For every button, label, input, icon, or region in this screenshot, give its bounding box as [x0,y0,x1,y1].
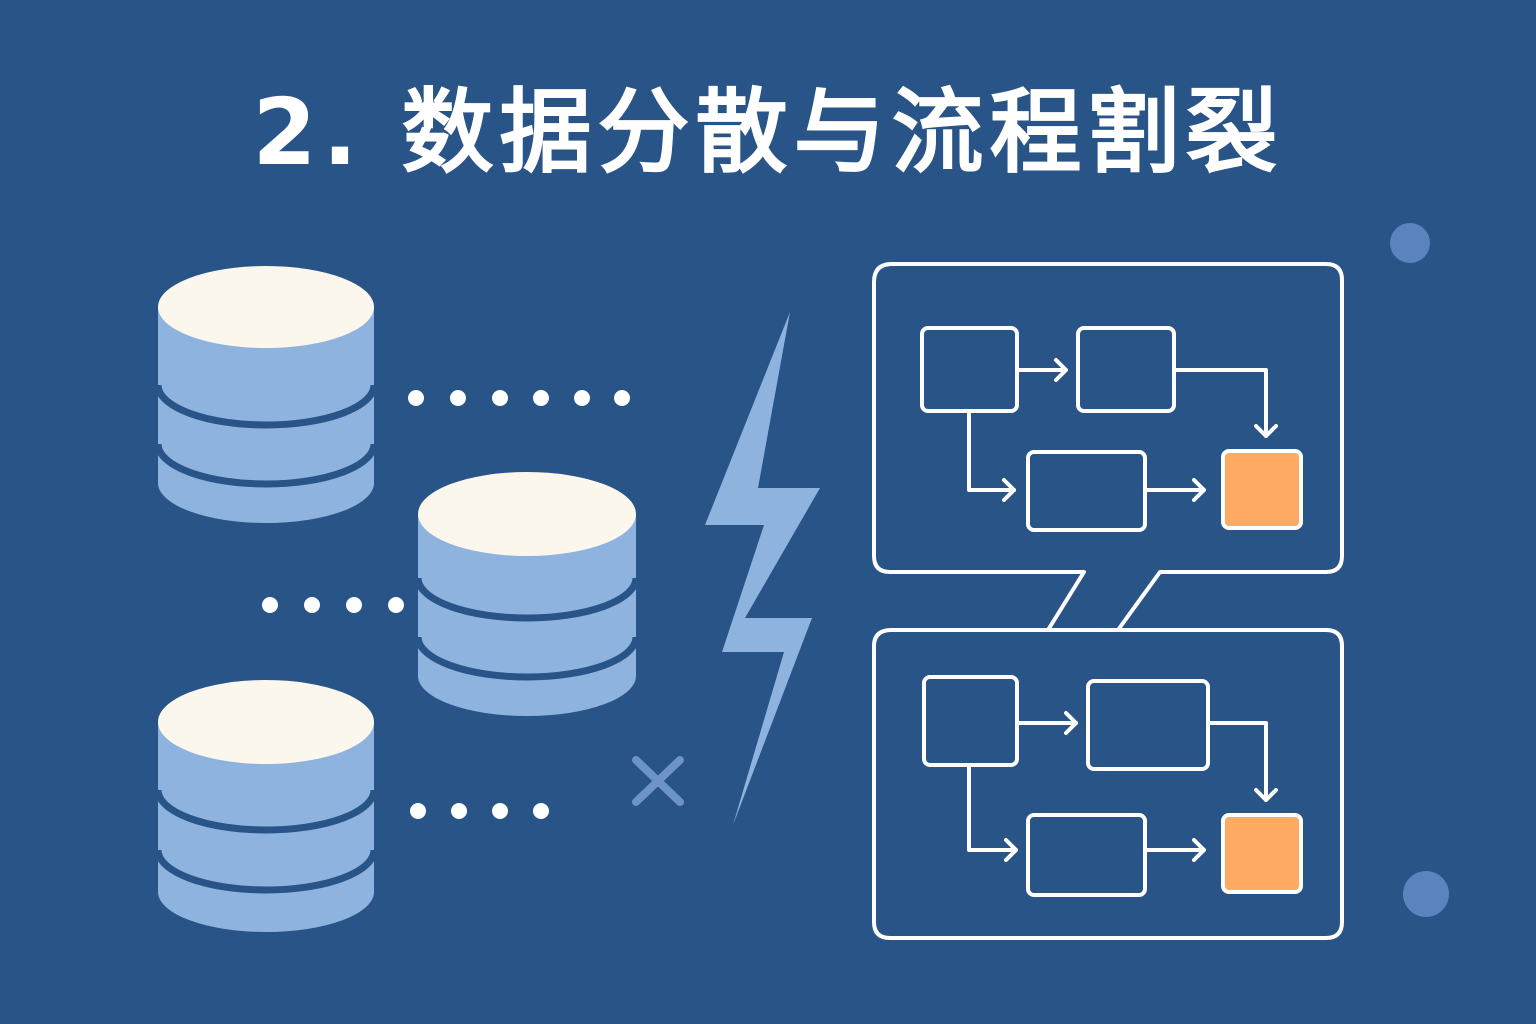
dotted-connector-bottom [410,803,549,819]
lightning-bolt-icon [705,312,820,825]
database-icon [414,472,640,716]
dotted-connector-middle [262,597,404,613]
accent-circle-bottom [1403,871,1449,917]
database-icon [154,680,378,932]
accent-circle-top [1390,223,1430,263]
x-mark-icon [632,756,684,806]
page-title: 2. 数据分散与流程割裂 [252,79,1284,186]
process-flowchart-icon [872,262,1344,632]
process-flowchart-icon [872,628,1344,940]
database-icon [154,266,378,523]
dotted-connector-top [408,390,630,406]
